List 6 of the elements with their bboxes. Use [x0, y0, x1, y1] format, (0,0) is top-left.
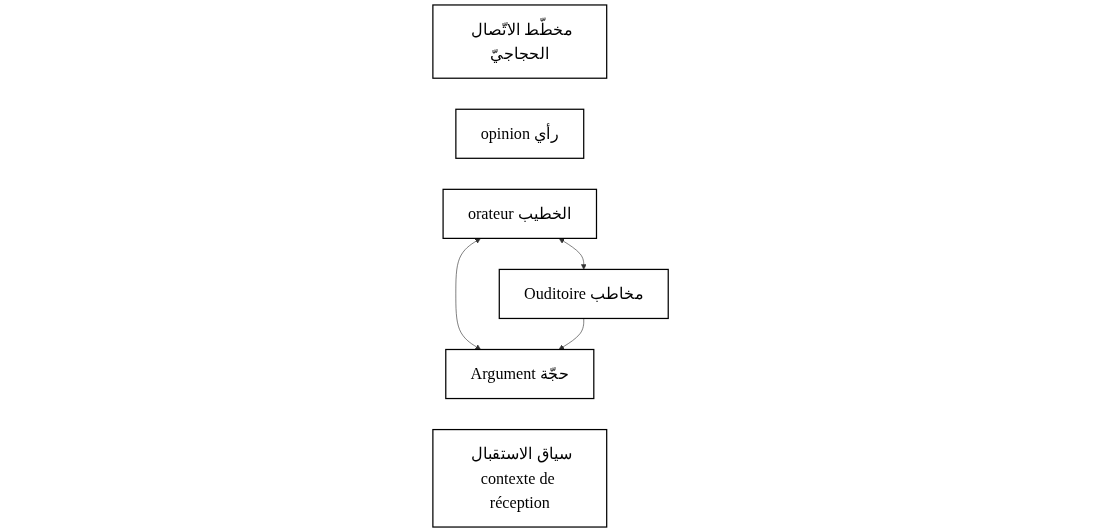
node-box: مخاطب Ouditoire — [499, 268, 670, 320]
node-box: سياق الاستقبال contexte de réception — [432, 428, 608, 528]
node-box: رأي opinion — [455, 108, 585, 159]
node-box: مخطّط الاتّصال الحجاجيّ — [432, 4, 608, 79]
node-box: الخطيب orateur — [442, 188, 598, 239]
node-box: حجّة Argument — [445, 348, 595, 400]
